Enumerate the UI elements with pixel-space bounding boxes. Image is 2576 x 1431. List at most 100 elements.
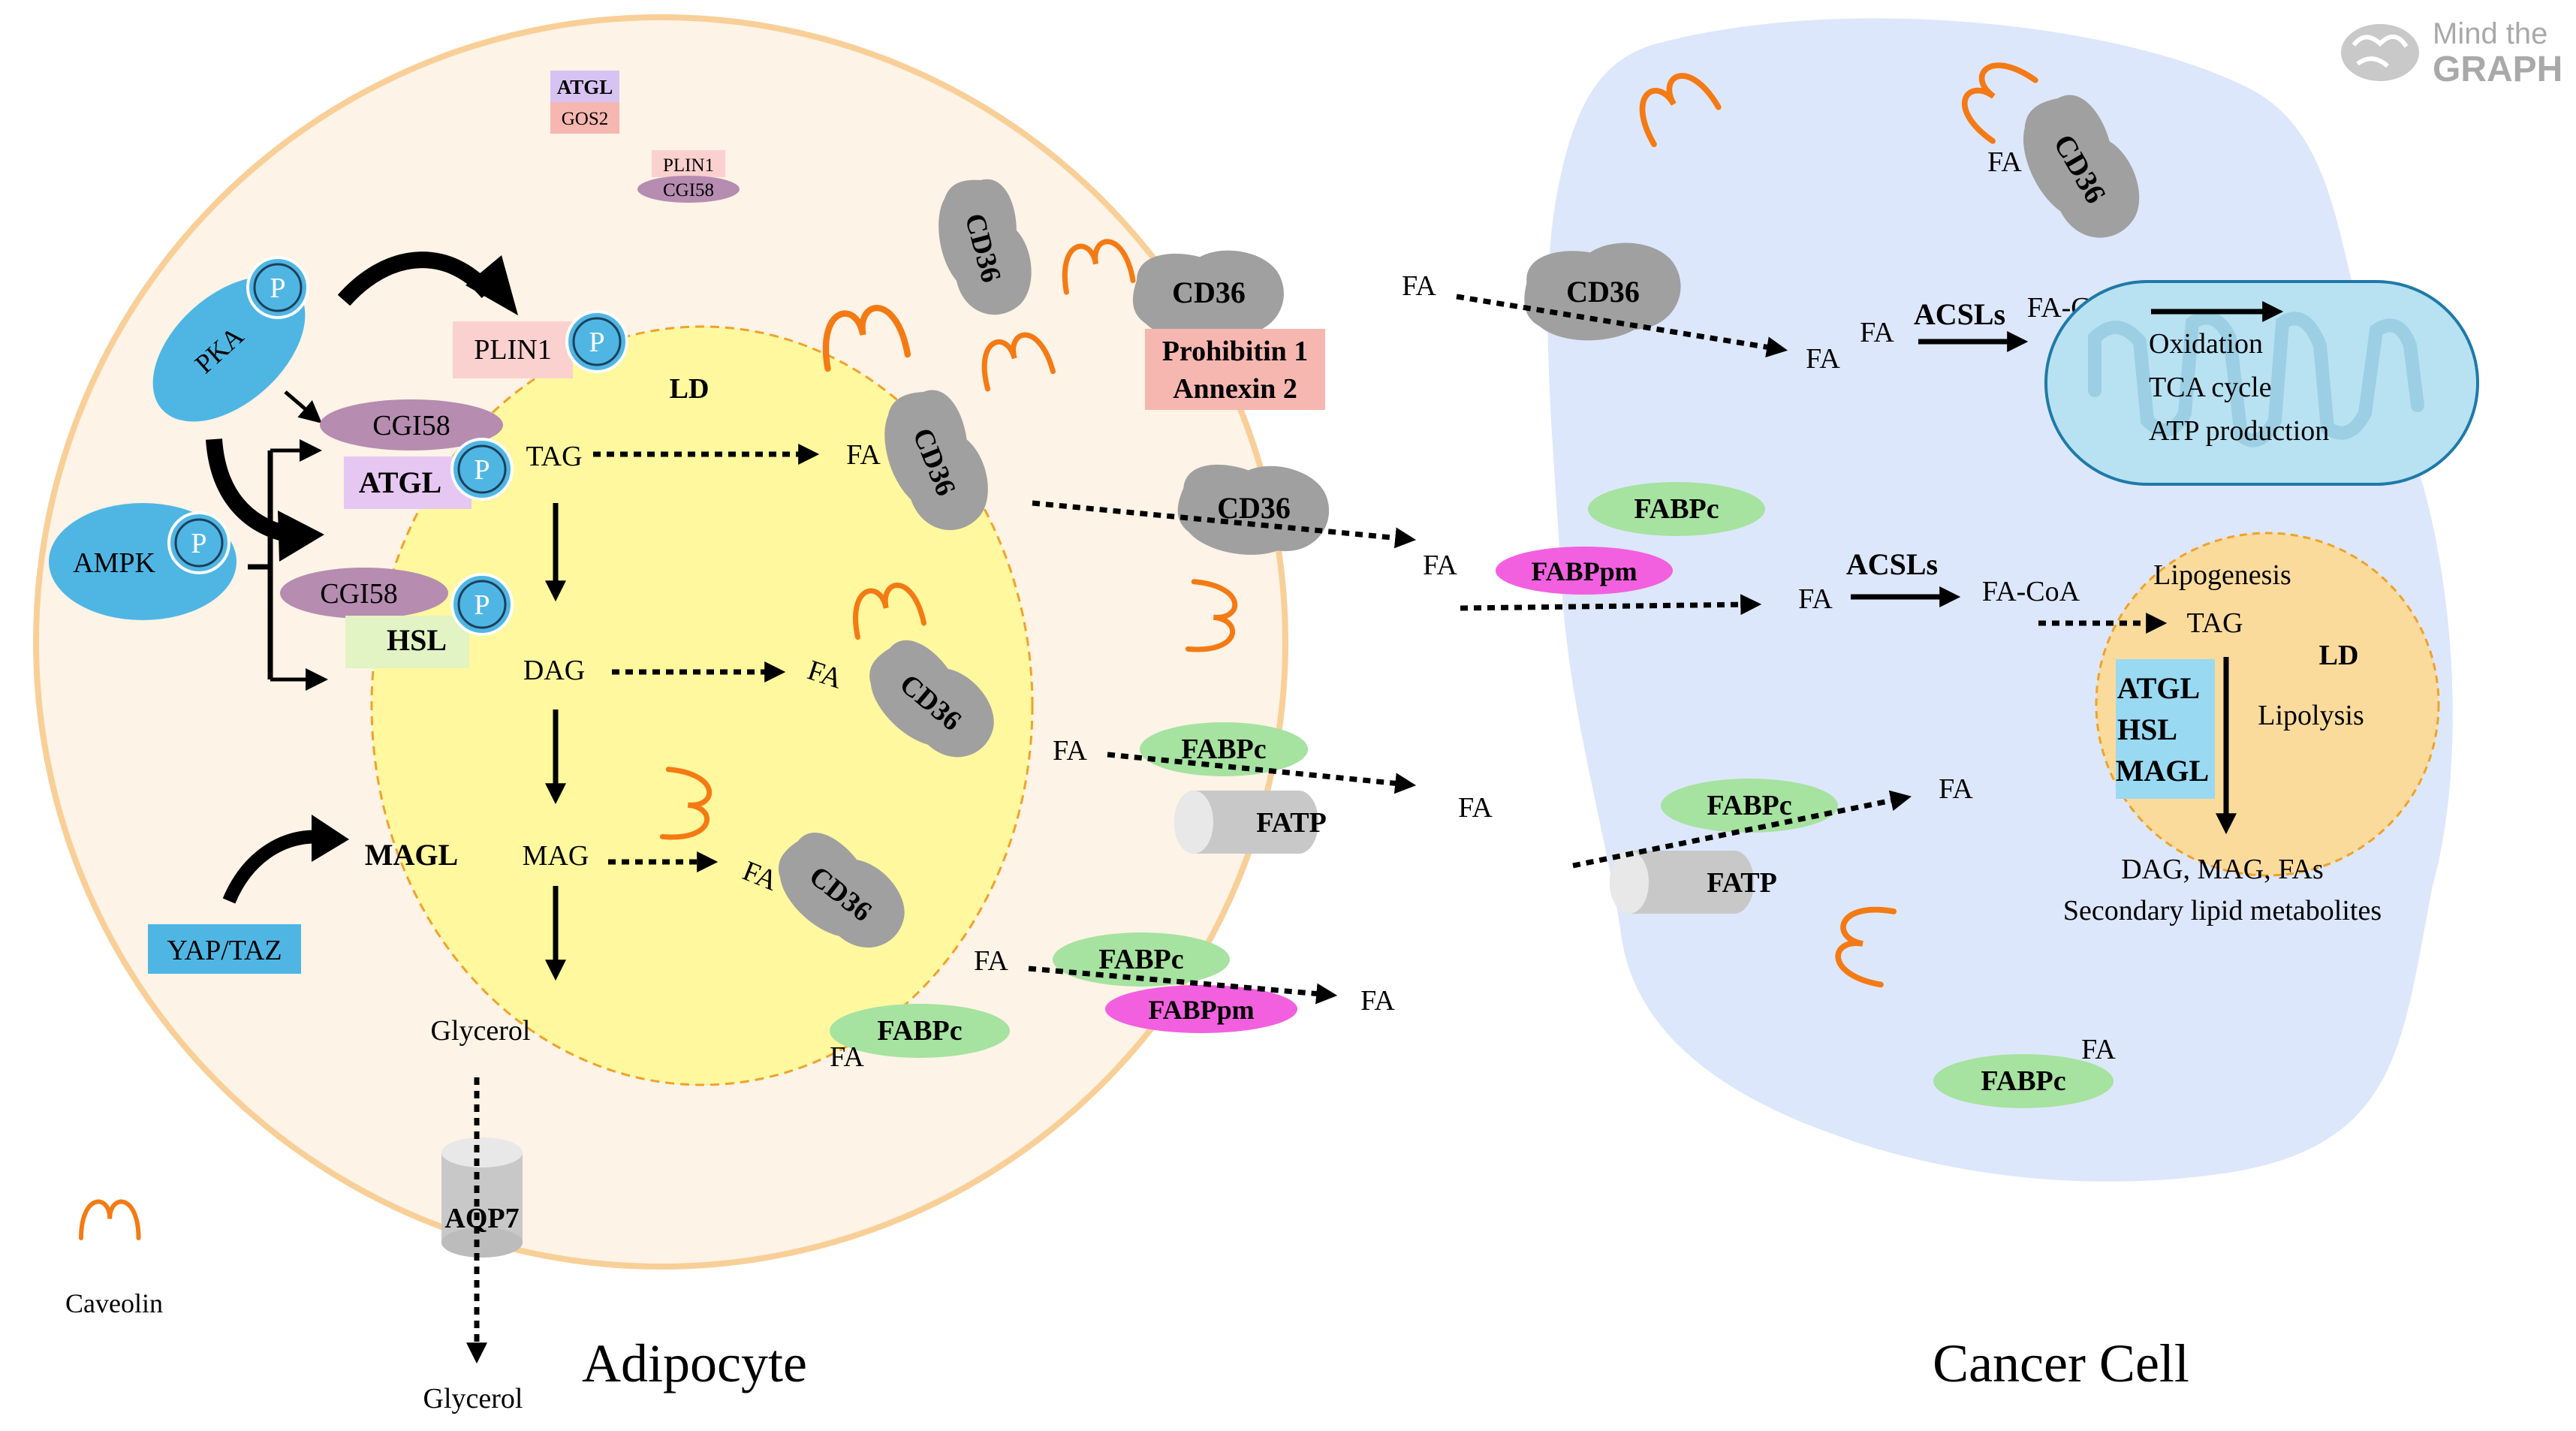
acsls-label-1: ACSLs (1914, 297, 2005, 331)
fabppm-export-arrow (1028, 966, 1338, 1005)
fa-label-fatp-in: FA (1053, 735, 1087, 767)
cancer-fabpc-label-2: FABPc (1707, 790, 1791, 821)
cancer-fabpc-ellipse-3 (1933, 1054, 2114, 1108)
cgi58-label-a: CGI58 (372, 410, 450, 441)
caveolin-legend-label: Caveolin (65, 1288, 163, 1318)
mag-label: MAG (523, 840, 589, 872)
hsl-label: HSL (387, 623, 447, 657)
cancer-fa-label-in1: FA (1402, 270, 1436, 302)
cancer-tag-label: TAG (2186, 607, 2243, 639)
fabppm-label-1: FABPpm (1148, 995, 1254, 1025)
atgl-label: ATGL (359, 465, 441, 499)
cancer-cd36-import-arrow (1456, 294, 1788, 358)
cancer-hsl-label: HSL (2117, 712, 2177, 746)
fa-label-fabppm-out: FA (1360, 985, 1395, 1017)
fa-label-mem1: FA (1423, 550, 1457, 581)
yaptaz-box (148, 924, 301, 974)
ampk-bracket (248, 450, 273, 679)
fa-label-fabppm-in: FA (974, 945, 1008, 977)
atgl-small-box (550, 71, 619, 102)
plin1-phosphate-icon (565, 310, 628, 373)
tag-label: TAG (526, 441, 582, 472)
magl-label: MAGL (365, 838, 458, 872)
cancer-fa-label-fatp: FA (1939, 773, 1973, 805)
plin1-label: PLIN1 (474, 334, 551, 366)
gos2-box (550, 102, 619, 134)
cancer-cell-title: Cancer Cell (1933, 1333, 2189, 1393)
adipocyte-title: Adipocyte (582, 1333, 807, 1393)
cancer-lipase-box (2116, 659, 2215, 799)
pka-to-plin1-arrow (337, 252, 495, 306)
cancer-fabpc-label-1: FABPc (1634, 493, 1719, 525)
fabpc-label-1: FABPc (1181, 734, 1266, 765)
plin1-small-label: PLIN1 (663, 155, 714, 176)
cancer-ld-label: LD (2319, 640, 2359, 671)
cgi58-small-ellipse (637, 176, 740, 203)
dag-label: DAG (523, 655, 585, 686)
mind-the-graph-watermark: Mind the GRAPH (2341, 17, 2562, 89)
prohibitin-label: Prohibitin 1 (1162, 336, 1309, 367)
cancer-fabppm-ellipse (1496, 547, 1673, 595)
atp-label: ATP production (2149, 415, 2329, 447)
acsls-label-2: ACSLs (1846, 547, 1938, 581)
oxidation-label: Oxidation (2149, 328, 2263, 360)
fatp-export-arrow (1107, 752, 1417, 794)
pka-to-cgi58-arrow (284, 390, 322, 423)
cancer-fabppm-import-arrow (1460, 594, 1762, 616)
yaptaz-label: YAP/TAZ (167, 935, 282, 966)
lipolysis-label: Lipolysis (2258, 700, 2364, 731)
fatp-label-1: FATP (1256, 807, 1327, 839)
ampk-to-atgl-arrow (206, 438, 291, 543)
fabpc-label-2: FABPc (1098, 944, 1183, 975)
cancer-fa-label-bottom: FA (2081, 1034, 2116, 1065)
ld-label: LD (670, 373, 710, 405)
cd36-label-mem2: CD36 (1172, 276, 1246, 309)
pka-phosphate-label: P (270, 273, 285, 304)
plin1-phosphate-label: P (589, 327, 604, 358)
hsl-phosphate-icon (450, 573, 514, 636)
atgl-small-label: ATGL (557, 76, 613, 98)
cancer-fatp-import-arrow (1572, 790, 1912, 869)
fa-label-ld1: FA (846, 439, 881, 471)
ampk-phosphate-icon (167, 511, 230, 574)
atgl-box (344, 456, 472, 509)
ampk-label: AMPK (73, 547, 155, 579)
ampk-phosphate-label: P (191, 528, 206, 559)
products-label-1: DAG, MAG, FAs (2121, 854, 2324, 885)
cancer-fa-label-acsl2: FA (1798, 583, 1833, 615)
gos2-label: GOS2 (562, 109, 609, 129)
cgi58-label-b: CGI58 (320, 578, 397, 610)
cancer-fatp-label: FATP (1707, 867, 1777, 899)
cancer-fa-label-in2: FA (1806, 343, 1840, 375)
brain-logo-icon (2341, 24, 2419, 81)
watermark-line2: GRAPH (2433, 50, 2562, 89)
yaptaz-to-magl-arrow (222, 830, 324, 904)
atgl-phosphate-icon (450, 438, 514, 501)
hsl-phosphate-label: P (474, 589, 490, 621)
cgi58-small-label: CGI58 (663, 180, 714, 200)
cancer-fa-label-top: FA (1987, 146, 2022, 178)
facoa-label-2: FA-CoA (1982, 576, 2080, 607)
fabpc-label-3: FABPc (877, 1015, 962, 1047)
fabpc-ellipse-3 (830, 1004, 1010, 1058)
plin1-small-box (652, 150, 725, 177)
ld-fa-export-arrow (1032, 500, 1417, 549)
cgi58-ellipse-b (280, 568, 448, 619)
glycerol-in-label: Glycerol (431, 1015, 531, 1047)
cancer-magl-label: MAGL (2116, 754, 2209, 788)
cancer-fa-label-acsl1: FA (1860, 317, 1894, 348)
cancer-fabpc-ellipse-1 (1588, 482, 1765, 536)
mitochondrion-cristae (2088, 311, 2424, 447)
cgi58-ellipse-a (320, 399, 503, 450)
fa-label-fabpc-free: FA (830, 1041, 864, 1073)
fa-label-fatp-out: FA (1458, 792, 1493, 824)
cancer-atgl-label: ATGL (2117, 671, 2200, 705)
hsl-box (345, 616, 469, 668)
prohibitin-annexin-box (1145, 329, 1325, 410)
cancer-fabpc-label-3: FABPc (1981, 1065, 2065, 1097)
cancer-fabppm-label: FABPpm (1531, 556, 1637, 586)
watermark-line1: Mind the (2433, 17, 2547, 50)
fabppm-ellipse-1 (1105, 985, 1297, 1033)
